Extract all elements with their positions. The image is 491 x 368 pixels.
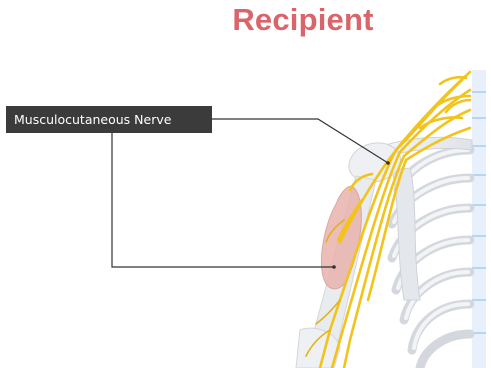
leader-endpoint-2 [332,265,336,269]
leader-endpoint [386,161,390,165]
nerve-label: Musculocutaneous Nerve [6,106,212,133]
spine [472,70,486,368]
